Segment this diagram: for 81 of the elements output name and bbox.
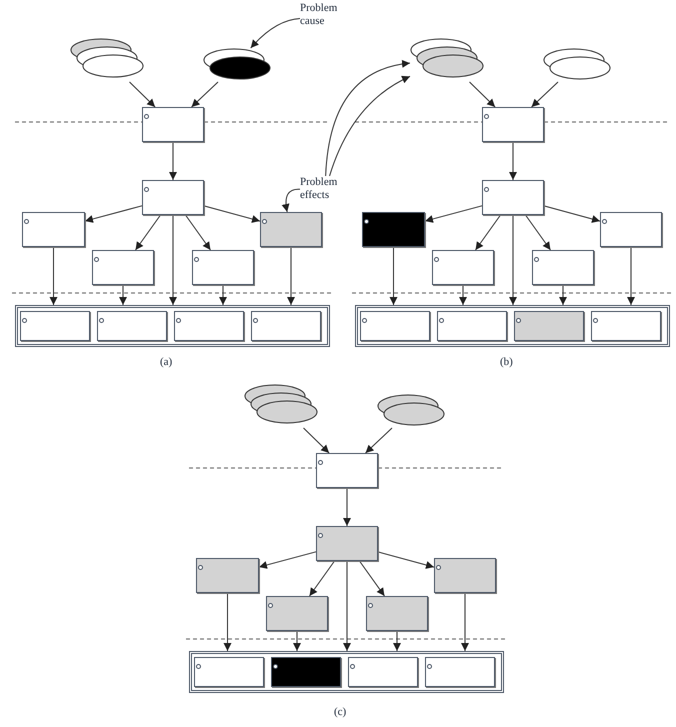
component-box bbox=[437, 311, 507, 341]
leader-arrow bbox=[250, 18, 300, 48]
component-box bbox=[20, 311, 90, 341]
component-box bbox=[196, 558, 259, 593]
component-box bbox=[251, 311, 321, 341]
leader-arrow bbox=[325, 60, 410, 176]
arrow bbox=[424, 205, 482, 223]
component-box bbox=[366, 596, 428, 631]
arrow bbox=[459, 284, 467, 306]
callout-text: Problem effects bbox=[300, 176, 338, 202]
arrow bbox=[461, 592, 469, 652]
arrow bbox=[393, 630, 401, 652]
component-box bbox=[348, 657, 418, 687]
component-box bbox=[362, 212, 425, 247]
arrow bbox=[169, 142, 177, 180]
component-box bbox=[514, 311, 584, 341]
arrow bbox=[365, 428, 392, 454]
component-box bbox=[316, 526, 378, 561]
arrow bbox=[531, 82, 558, 108]
arrow bbox=[378, 551, 434, 569]
component-box bbox=[97, 311, 167, 341]
component-box bbox=[600, 212, 662, 247]
arrow bbox=[169, 214, 177, 306]
arrow bbox=[559, 284, 567, 306]
ellipse-stack bbox=[543, 48, 609, 82]
component-box bbox=[425, 657, 495, 687]
container-box bbox=[189, 651, 504, 693]
component-box bbox=[194, 657, 264, 687]
component-box bbox=[192, 250, 254, 285]
component-box bbox=[92, 250, 154, 285]
arrow bbox=[293, 630, 301, 652]
arrow bbox=[135, 214, 161, 250]
container-box bbox=[15, 305, 330, 347]
panel-label: (a) bbox=[160, 355, 172, 370]
component-box bbox=[316, 453, 378, 488]
leader-arrow bbox=[329, 76, 410, 176]
arrow bbox=[204, 205, 260, 223]
component-box bbox=[266, 596, 328, 631]
component-box bbox=[532, 250, 594, 285]
component-box bbox=[482, 107, 544, 142]
arrow bbox=[219, 284, 227, 306]
arrow bbox=[390, 246, 398, 306]
arrow bbox=[119, 284, 127, 306]
arrow bbox=[525, 214, 551, 250]
arrow bbox=[627, 246, 635, 306]
component-box bbox=[271, 657, 341, 687]
arrow bbox=[544, 205, 600, 223]
arrow bbox=[129, 82, 156, 108]
arrow bbox=[287, 246, 295, 306]
arrow bbox=[343, 560, 351, 652]
arrow bbox=[359, 560, 385, 596]
arrow bbox=[191, 82, 218, 108]
panel-label: (c) bbox=[334, 705, 346, 720]
component-box bbox=[260, 212, 322, 247]
arrow bbox=[343, 488, 351, 526]
component-box bbox=[142, 107, 204, 142]
callout-text: Problem cause bbox=[300, 2, 338, 28]
arrow bbox=[475, 214, 501, 250]
component-box bbox=[434, 558, 496, 593]
component-box bbox=[174, 311, 244, 341]
arrow bbox=[309, 560, 335, 596]
leader-arrow bbox=[282, 188, 300, 212]
ellipse-stack bbox=[377, 394, 443, 428]
component-box bbox=[432, 250, 494, 285]
arrow bbox=[509, 214, 517, 306]
arrow bbox=[224, 592, 232, 652]
arrow bbox=[258, 551, 316, 569]
arrow bbox=[84, 205, 142, 223]
panel-label: (b) bbox=[500, 355, 513, 370]
arrow bbox=[185, 214, 211, 250]
component-box bbox=[482, 180, 544, 215]
arrow bbox=[469, 82, 496, 108]
ellipse-stack bbox=[203, 48, 269, 82]
component-box bbox=[591, 311, 661, 341]
arrow bbox=[303, 428, 330, 454]
component-box bbox=[142, 180, 204, 215]
arrow bbox=[50, 246, 58, 306]
component-box bbox=[360, 311, 430, 341]
component-box bbox=[22, 212, 85, 247]
container-box bbox=[355, 305, 670, 347]
arrow bbox=[509, 142, 517, 180]
